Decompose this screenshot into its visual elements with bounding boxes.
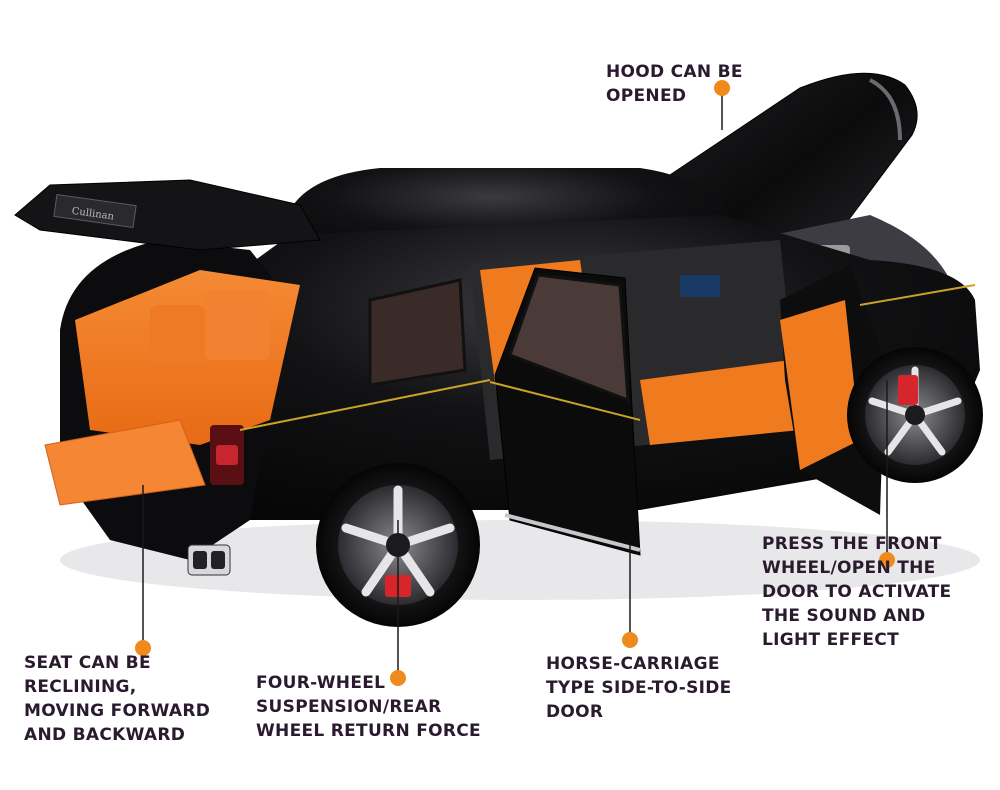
door-sill bbox=[504, 513, 641, 552]
callout-dot-hood bbox=[714, 80, 730, 96]
exhaust-pipe-left bbox=[193, 551, 207, 569]
body-trim-line-front bbox=[859, 284, 976, 306]
callout-door: HORSE-CARRIAGE TYPE SIDE-TO-SIDE DOOR bbox=[546, 654, 732, 722]
cabin-floor bbox=[640, 360, 800, 445]
front-wheel bbox=[847, 347, 983, 483]
callout-front-wheel: PRESS THE FRONT WHEEL/OPEN THE DOOR TO A… bbox=[762, 534, 952, 650]
callout-dot-front bbox=[879, 552, 895, 568]
rear-window bbox=[368, 278, 467, 387]
exhaust-pipe-right bbox=[211, 551, 225, 569]
hood-highlight bbox=[869, 78, 902, 141]
door-trim-line bbox=[489, 381, 641, 421]
callout-hood: HOOD CAN BE OPENED bbox=[606, 62, 743, 106]
callout-seat: SEAT CAN BE RECLINING, MOVING FORWARD AN… bbox=[24, 653, 211, 745]
rear-seat bbox=[205, 290, 270, 360]
lower-tailgate bbox=[44, 419, 206, 506]
coach-door-window bbox=[508, 273, 630, 403]
tail-light-glow bbox=[216, 445, 238, 465]
dashboard-screen bbox=[680, 275, 720, 297]
body-trim-line bbox=[239, 379, 491, 431]
open-tailgate bbox=[14, 179, 321, 251]
tailgate-badge bbox=[53, 193, 137, 229]
callout-dot-suspension bbox=[390, 670, 406, 686]
front-door-inner bbox=[780, 300, 860, 470]
callout-dot-seat bbox=[135, 640, 151, 656]
callout-suspension: FOUR-WHEEL SUSPENSION/REAR WHEEL RETURN … bbox=[256, 673, 481, 741]
ground-shadow bbox=[60, 520, 980, 600]
rear-seat-2 bbox=[150, 305, 205, 365]
callout-dot-door bbox=[622, 632, 638, 648]
